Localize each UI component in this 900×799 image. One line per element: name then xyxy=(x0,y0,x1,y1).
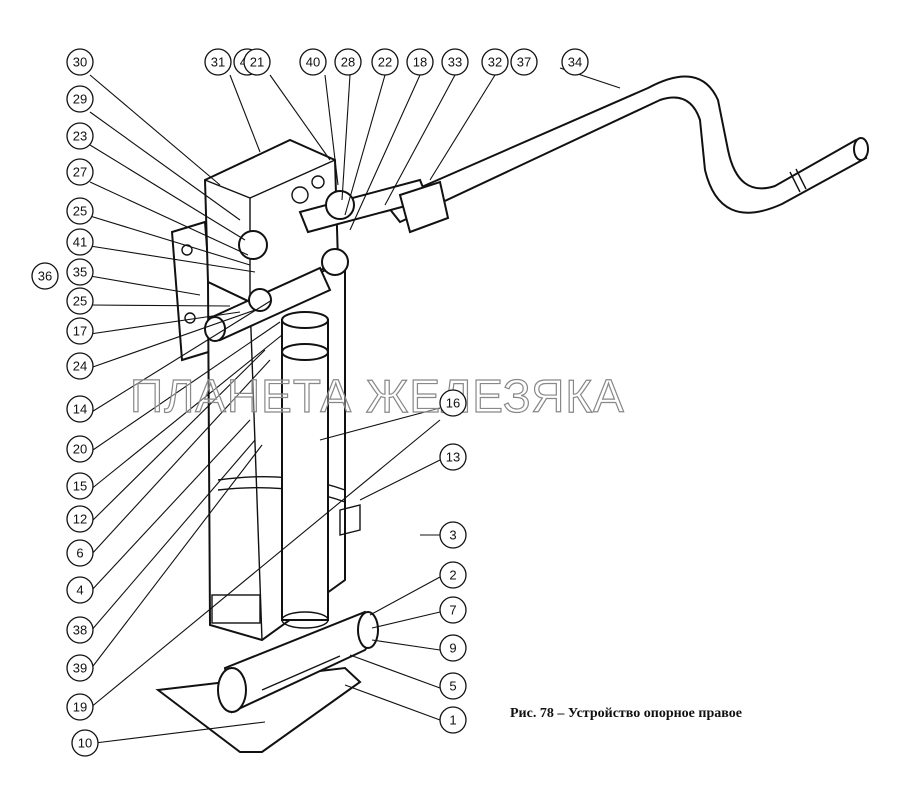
callout-19: 19 xyxy=(66,693,94,721)
callout-label: 16 xyxy=(446,396,460,411)
callout-31: 31 xyxy=(204,48,232,76)
watermark: ПЛАНЕТА ЖЕЛЕЗЯКА xyxy=(130,370,625,422)
callout-7: 7 xyxy=(439,596,467,624)
callout-13: 13 xyxy=(439,443,467,471)
callout-35: 35 xyxy=(66,258,94,286)
crank-handle xyxy=(383,75,869,224)
callout-label: 38 xyxy=(73,623,87,638)
gear-shafts xyxy=(204,175,450,342)
callout-label: 3 xyxy=(449,528,456,543)
callout-27: 27 xyxy=(66,158,94,186)
callout-label: 13 xyxy=(446,450,460,465)
callout-label: 22 xyxy=(378,55,392,70)
callout-16: 16 xyxy=(439,389,467,417)
callout-label: 30 xyxy=(73,55,87,70)
callout-label: 32 xyxy=(488,55,502,70)
callout-label: 34 xyxy=(568,55,582,70)
foot-assembly xyxy=(155,504,379,753)
callout-1: 1 xyxy=(439,706,467,734)
callout-label: 28 xyxy=(341,55,355,70)
callout-34: 34 xyxy=(561,48,589,76)
callout-21: 21 xyxy=(243,48,271,76)
callout-24: 24 xyxy=(66,352,94,380)
callout-label: 27 xyxy=(73,165,87,180)
callout-label: 2 xyxy=(449,568,456,583)
callout-label: 12 xyxy=(73,512,87,527)
callout-label: 33 xyxy=(448,55,462,70)
callout-label: 10 xyxy=(78,736,92,751)
callout-40: 40 xyxy=(299,48,327,76)
callout-label: 9 xyxy=(449,641,456,656)
callout-label: 5 xyxy=(449,679,456,694)
callout-38: 38 xyxy=(66,616,94,644)
callout-36: 36 xyxy=(31,262,59,290)
callout-4: 4 xyxy=(66,576,94,604)
callout-30: 30 xyxy=(66,48,94,76)
callout-39: 39 xyxy=(66,654,94,682)
callout-6: 6 xyxy=(66,539,94,567)
callout-group: 3031422140282218333237342923272541363525… xyxy=(31,48,589,757)
callout-2: 2 xyxy=(439,561,467,589)
callout-label: 19 xyxy=(73,700,87,715)
callout-23: 23 xyxy=(66,122,94,150)
callout-label: 23 xyxy=(73,129,87,144)
callout-label: 37 xyxy=(517,55,531,70)
callout-label: 1 xyxy=(449,713,456,728)
callout-12: 12 xyxy=(66,505,94,533)
callout-41: 41 xyxy=(66,228,94,256)
leader-lines xyxy=(89,67,621,744)
callout-18: 18 xyxy=(406,48,434,76)
callout-label: 20 xyxy=(73,442,87,457)
callout-33: 33 xyxy=(441,48,469,76)
callout-22: 22 xyxy=(371,48,399,76)
callout-label: 18 xyxy=(413,55,427,70)
callout-label: 35 xyxy=(73,265,87,280)
callout-3: 3 xyxy=(439,521,467,549)
callout-label: 25 xyxy=(73,204,87,219)
callout-label: 39 xyxy=(73,661,87,676)
callout-14: 14 xyxy=(66,395,94,423)
callout-17: 17 xyxy=(66,317,94,345)
callout-20: 20 xyxy=(66,435,94,463)
callout-label: 6 xyxy=(76,546,83,561)
callout-25: 25 xyxy=(66,287,94,315)
callout-37: 37 xyxy=(510,48,538,76)
callout-32: 32 xyxy=(481,48,509,76)
callout-label: 40 xyxy=(306,55,320,70)
callout-10: 10 xyxy=(71,729,99,757)
callout-label: 41 xyxy=(73,235,87,250)
callout-15: 15 xyxy=(66,472,94,500)
inner-tube xyxy=(281,311,329,629)
callout-label: 25 xyxy=(73,294,87,309)
callout-label: 4 xyxy=(76,583,83,598)
callout-28: 28 xyxy=(334,48,362,76)
callout-label: 31 xyxy=(211,55,225,70)
callout-label: 17 xyxy=(73,324,87,339)
callout-label: 14 xyxy=(73,402,87,417)
callout-25: 25 xyxy=(66,197,94,225)
callout-label: 29 xyxy=(73,92,87,107)
callout-label: 36 xyxy=(38,269,52,284)
callout-label: 7 xyxy=(449,603,456,618)
callout-label: 21 xyxy=(250,55,264,70)
callout-label: 15 xyxy=(73,479,87,494)
figure-caption: Рис. 78 – Устройство опорное правое xyxy=(510,706,742,721)
callout-label: 24 xyxy=(73,359,87,374)
callout-29: 29 xyxy=(66,85,94,113)
callout-5: 5 xyxy=(439,672,467,700)
callout-9: 9 xyxy=(439,634,467,662)
